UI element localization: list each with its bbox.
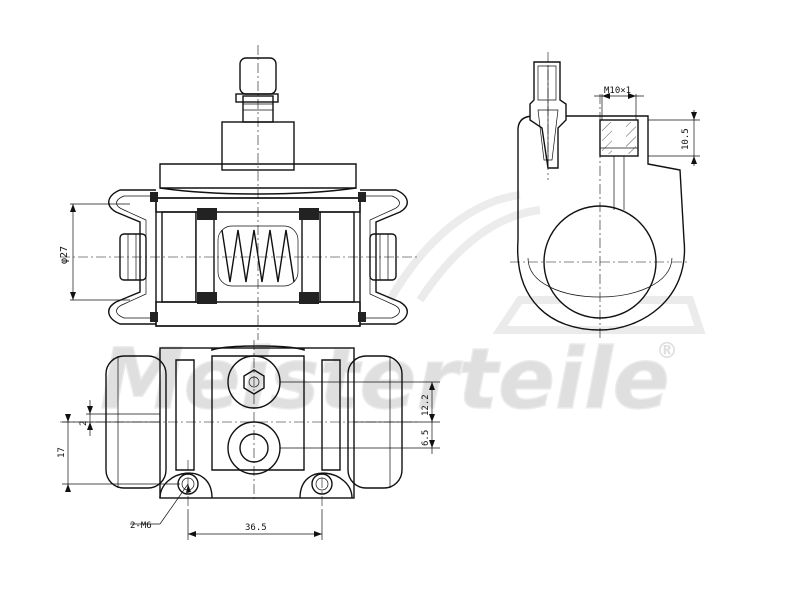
height-17-label: 17 <box>57 447 67 458</box>
bore-diameter-label: φ27 <box>59 246 70 264</box>
height-12-2-label: 12.2 <box>421 394 431 416</box>
watermark-text: Meisterteile <box>100 330 670 428</box>
offset-2-label: 2 <box>79 421 89 426</box>
mount-holes-label: 2-M6 <box>130 521 152 531</box>
bottom-view: 2 17 12.2 6.5 2-M6 36.5 <box>57 340 440 540</box>
front-section-view: φ27 <box>59 45 420 340</box>
nipple-height-label: 10.5 <box>681 128 691 150</box>
watermark: Meisterteile ® <box>99 191 706 429</box>
thread-label: M10×1 <box>604 86 631 96</box>
side-section-view: M10×1 10.5 <box>510 52 700 340</box>
height-6-5-label: 6.5 <box>421 430 431 446</box>
hole-spacing-label: 36.5 <box>245 523 267 533</box>
watermark-logo <box>386 191 706 334</box>
registered-mark: ® <box>656 339 678 364</box>
